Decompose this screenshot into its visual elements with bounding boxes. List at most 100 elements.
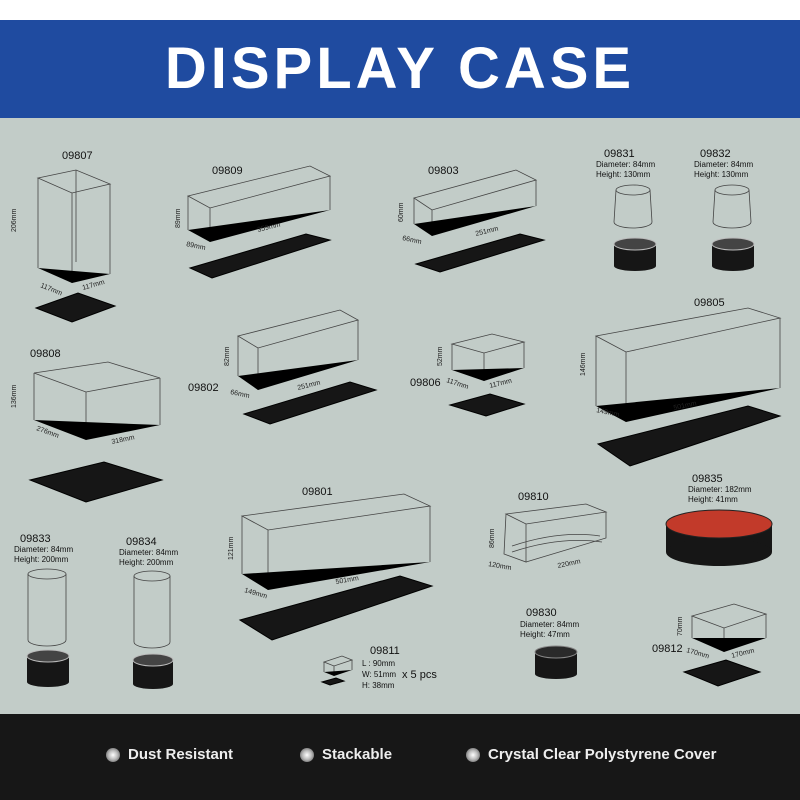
dimension-label-depth: 117mm [39,282,63,297]
round-black-base [26,649,70,687]
spec-diameter: Diameter: 84mm [596,160,655,169]
product-09831: 09831 Diameter: 84mm Height: 130mm [596,148,657,271]
red-disc-base [665,509,773,566]
spec-height: Height: 130mm [596,170,651,179]
dimension-label-height: 89mm [175,208,182,228]
dimension-label-length: 318mm [111,434,135,446]
spec-diameter: Diameter: 84mm [14,545,73,554]
cylinder-cover [712,184,752,229]
product-09806: 09806 52mm 117mm 117mm [410,333,526,417]
feature-bar: Dust Resistant Stackable Crystal Clear P… [0,714,800,800]
spec-width: W: 51mm [362,670,396,679]
dimension-label-depth: 117mm [489,378,513,390]
spec-height: Height: 200mm [119,558,174,567]
dimension-label-width: 117mm [445,377,469,391]
product-code: 09830 [526,607,557,619]
product-09810: 09810 86mm 120mm 220mm [488,491,608,572]
feature-item: Stackable [300,744,393,766]
dimension-label-depth: 120mm [488,561,512,572]
product-code: 09805 [694,297,725,309]
display-case-outline [236,309,360,390]
product-09833: 09833 Diameter: 84mm Height: 200mm [14,533,73,687]
dimension-label-length: 501mm [673,400,697,412]
product-code: 09834 [126,536,157,548]
black-base [34,292,117,323]
bullet-icon [106,748,120,762]
dimension-label-length: 251mm [475,225,500,237]
product-code: 09811 [370,645,400,657]
round-black-base [711,237,755,271]
black-base [596,405,782,467]
cylinder-cover [133,570,171,649]
dimension-label-length: 501mm [335,575,359,586]
dimension-label-width: 117mm [82,279,106,292]
product-09803: 09803 60mm 66mm 251mm [398,165,546,273]
display-case-outline [690,603,768,652]
dimension-label-depth: 66mm [230,389,251,400]
product-09832: 09832 Diameter: 84mm Height: 130mm [694,148,755,271]
black-base [242,381,378,425]
product-09801: 09801 121mm 149mm 501mm [228,486,434,641]
bullet-icon [466,748,480,762]
display-case-outline [36,169,112,283]
display-case-outline [594,307,782,422]
product-code: 09807 [62,150,93,162]
product-code: 09810 [518,491,549,503]
dimension-label-depth: 170mm [685,647,710,660]
black-base [238,575,434,641]
dimension-label-height: 86mm [489,528,496,548]
product-code: 09812 [652,643,683,655]
feature-label: Stackable [322,746,393,763]
dimension-label-height: 60mm [398,202,405,222]
spec-diameter: Diameter: 84mm [694,160,753,169]
product-code: 09832 [700,148,731,160]
spec-diameter: Diameter: 182mm [688,485,752,494]
display-case-outline [240,493,432,590]
dimension-label-length: 251mm [297,379,322,391]
dimension-label-height: 82mm [224,346,231,366]
spec-height: Height: 47mm [520,630,570,639]
product-code: 09808 [30,348,61,360]
cylinder-cover [613,184,653,229]
spec-height: Height: 130mm [694,170,749,179]
spec-diameter: Diameter: 84mm [119,548,178,557]
black-base [448,393,526,417]
dimension-label-depth: 66mm [402,235,423,246]
bullet-icon [300,748,314,762]
spec-diameter: Diameter: 84mm [520,620,579,629]
display-case-outline [33,361,161,440]
spec-length: L : 90mm [362,659,395,668]
product-09809: 09809 89mm 89mm 359mm [175,165,332,279]
dimension-label-length: 220mm [557,558,581,570]
product-code: 09835 [692,473,723,485]
spec-height: H: 38mm [362,681,395,690]
display-case-outline [503,503,608,563]
dimension-label-height: 146mm [580,352,587,376]
product-09812: 09812 70mm 170mm 170mm [652,603,768,687]
spec-quantity: x 5 pcs [402,669,437,681]
product-09808: 09808 136mm 276mm 318mm [11,348,164,503]
round-black-base [534,645,578,679]
black-base [682,659,762,687]
dimension-label-height: 70mm [677,616,684,636]
product-09811: 09811 L : 90mm W: 51mm H: 38mm x 5 pcs [320,645,437,690]
mini-black-base [320,677,346,686]
product-code: 09831 [604,148,635,160]
product-09830: 09830 Diameter: 84mm Height: 47mm [520,607,579,679]
dimension-label-depth: 149mm [243,587,268,600]
feature-item: Dust Resistant [106,744,234,766]
mini-case-outline [322,655,354,676]
display-case-outline [413,169,538,236]
dimension-label-depth: 149mm [596,407,620,419]
round-black-base [132,653,174,689]
product-09835: 09835 Diameter: 182mm Height: 41mm [665,473,773,566]
dimension-label-height: 121mm [228,536,235,560]
header-banner: DISPLAY CASE [0,20,800,118]
product-09807: 09807 206mm 117mm 117mm [11,150,117,323]
dimension-label-height: 52mm [437,346,444,366]
feature-label: Dust Resistant [128,746,234,763]
cylinder-cover [27,568,67,647]
product-code: 09809 [212,165,243,177]
round-black-base [613,237,657,271]
product-09805: 09805 146mm 149mm 501mm [580,297,782,467]
